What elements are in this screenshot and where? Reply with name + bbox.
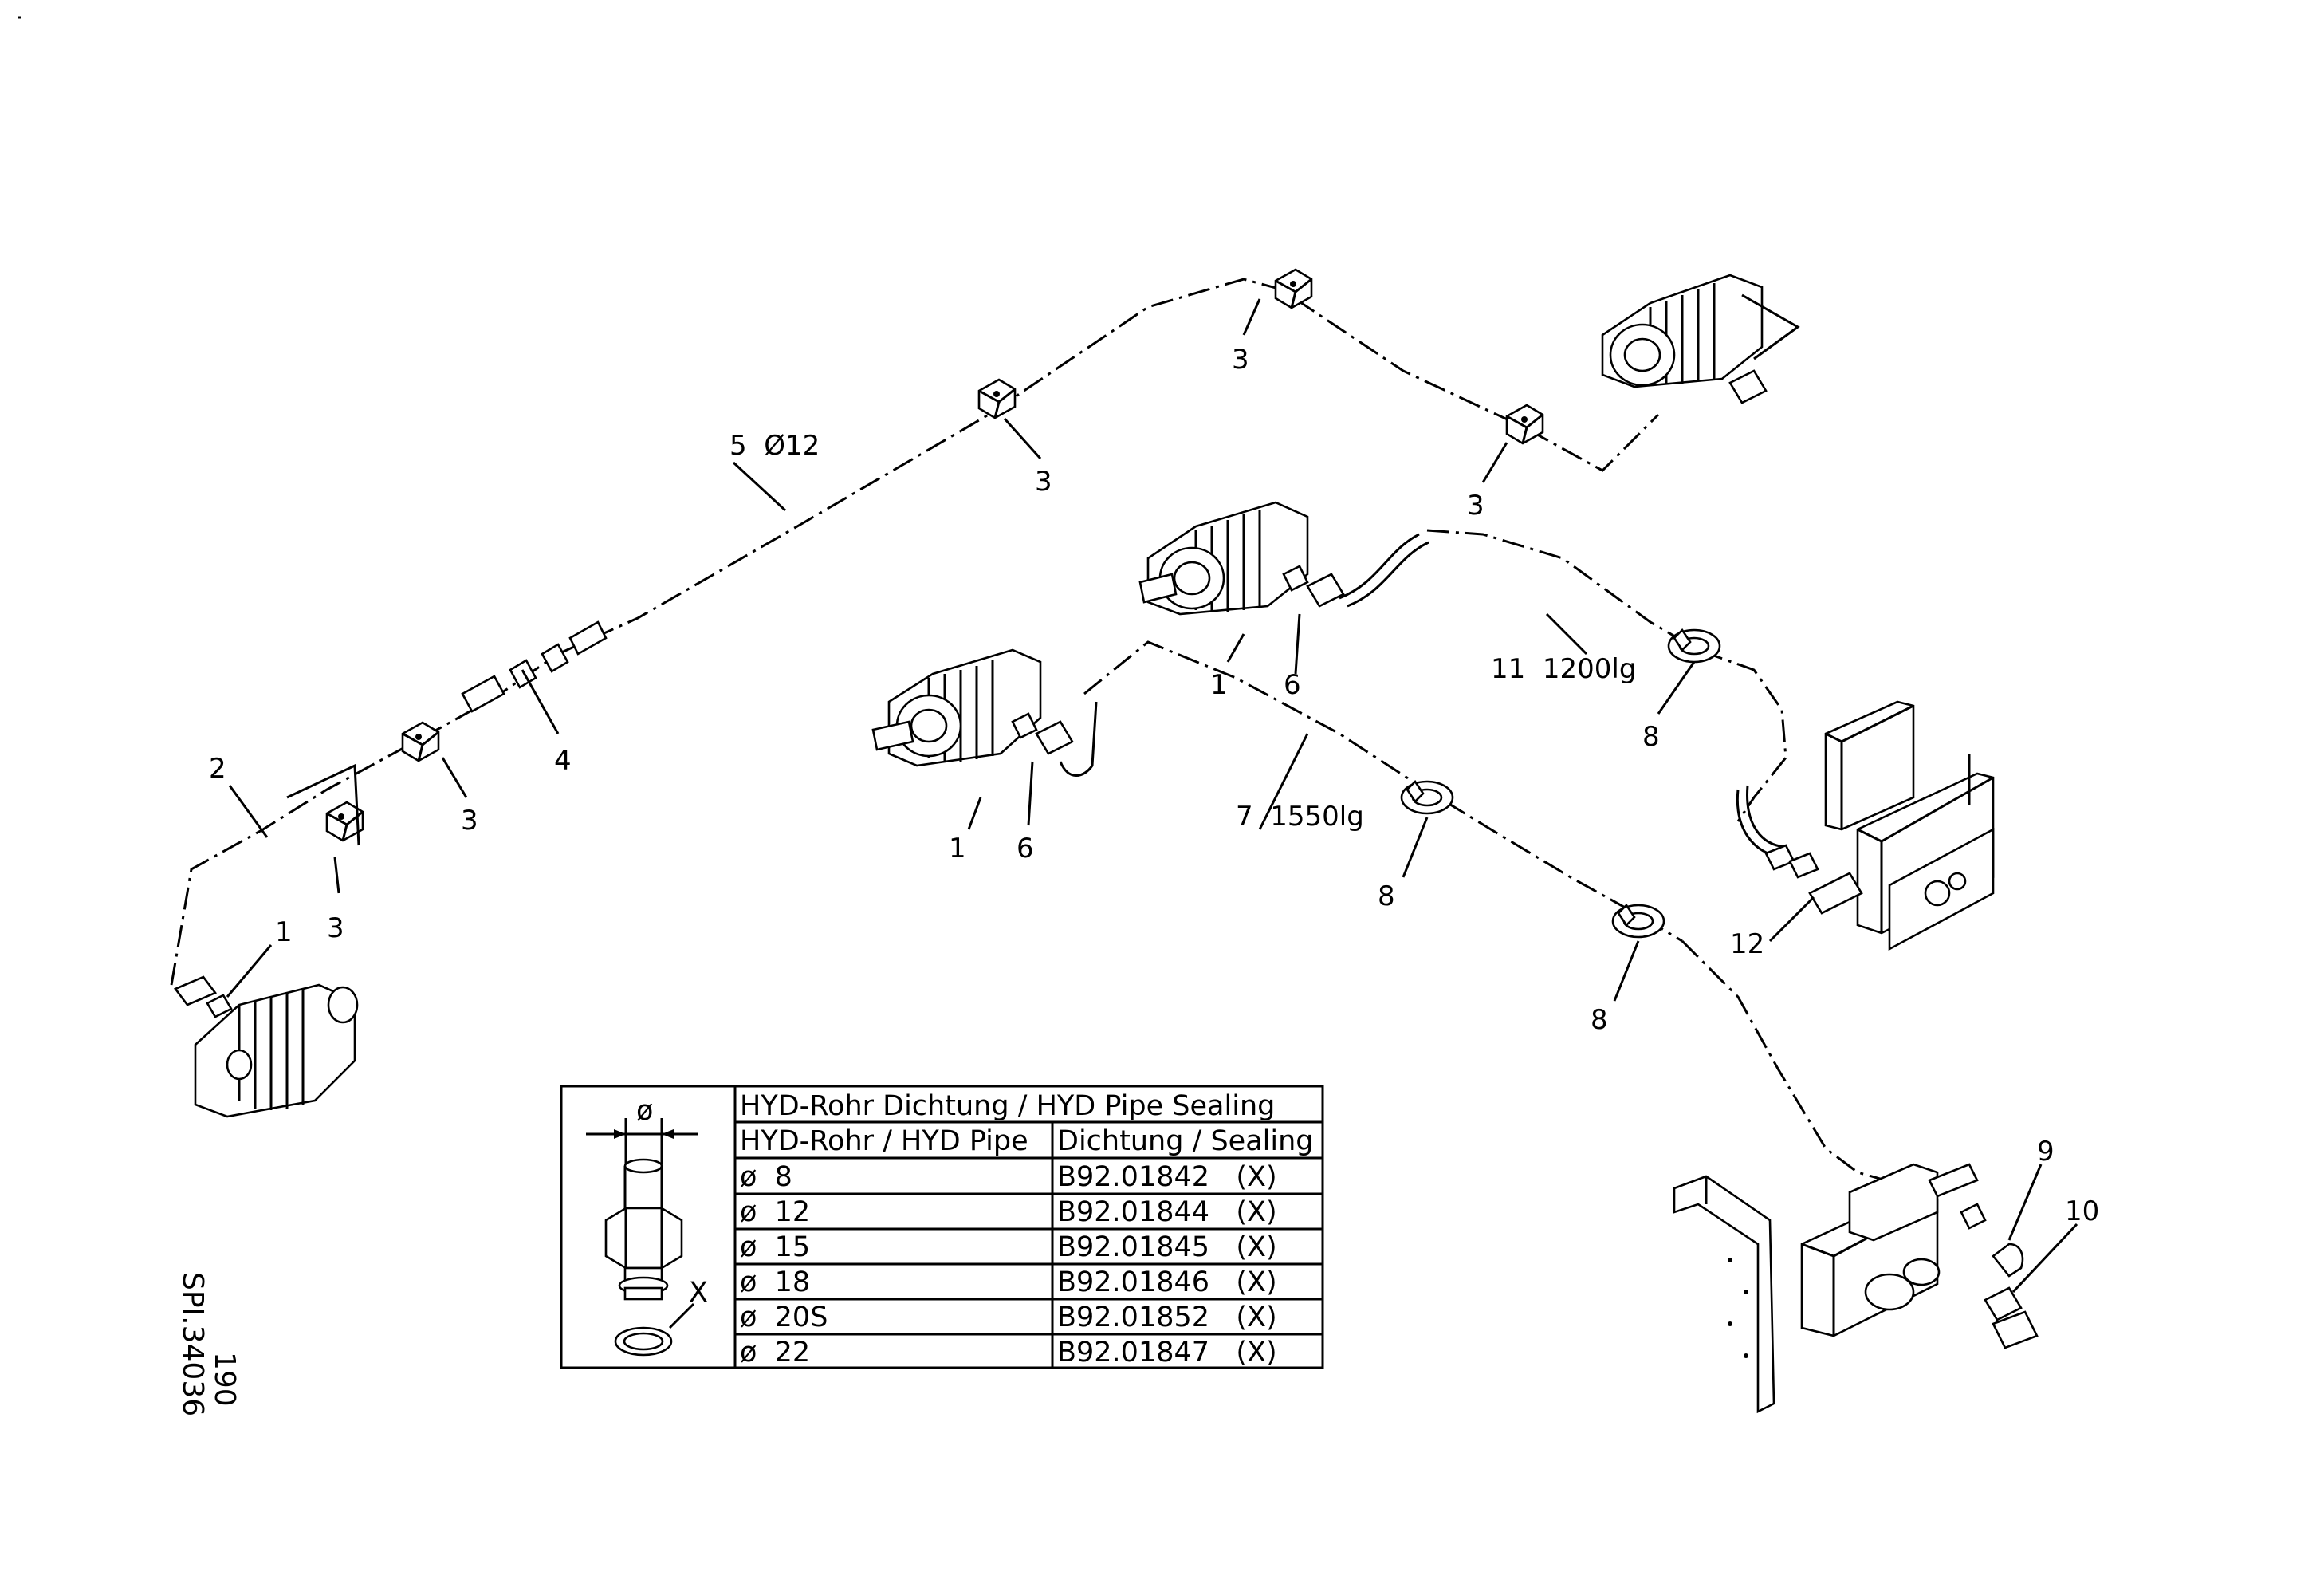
table-row-pipe: ø 20S xyxy=(740,1302,828,1333)
clamp-3-c xyxy=(977,378,1017,419)
callout-1-upper: 1 xyxy=(1210,669,1228,701)
callout-2: 2 xyxy=(209,753,226,785)
x-marker: X xyxy=(689,1277,708,1309)
drawing-reference: SPI.34036 xyxy=(176,1272,209,1416)
pipe-11 xyxy=(1339,529,1787,859)
sealing-detail-sketch: ø X xyxy=(586,1095,708,1357)
table-row-seal: B92.01846 (X) xyxy=(1057,1266,1277,1298)
table-row-pipe: ø 12 xyxy=(740,1196,810,1228)
bracket-lines xyxy=(286,763,360,846)
hydraulic-motor-upper xyxy=(1138,501,1345,616)
valve-block-bottom xyxy=(1673,1163,1979,1414)
callout-10: 10 xyxy=(2065,1195,2099,1227)
diameter-symbol: ø xyxy=(636,1095,653,1127)
table-row-seal: B92.01845 (X) xyxy=(1057,1231,1277,1263)
callout-3-top: 3 xyxy=(1232,344,1249,376)
table-col2-header: Dichtung / Sealing xyxy=(1057,1125,1314,1157)
callout-3-right: 3 xyxy=(1467,490,1484,522)
hydraulic-motor-top-right xyxy=(1601,274,1800,404)
callout-8-upper: 8 xyxy=(1642,721,1660,753)
hose-clamp-8-a xyxy=(1667,628,1721,664)
clamp-3-b xyxy=(325,801,364,842)
table-row-pipe: ø 18 xyxy=(740,1266,810,1298)
drawing-page: 190 xyxy=(208,1352,241,1407)
fitting-10 xyxy=(1984,1286,2039,1349)
callout-9: 9 xyxy=(2037,1136,2055,1168)
fitting-9 xyxy=(1960,1203,2024,1278)
callout-12: 12 xyxy=(1730,928,1764,960)
callout-7: 7 1550lg xyxy=(1236,801,1364,833)
callout-3-mid: 3 xyxy=(1035,466,1052,498)
clamp-3-e xyxy=(1505,404,1544,445)
gear-pump-left xyxy=(173,975,359,1118)
callout-8-mid: 8 xyxy=(1378,880,1395,912)
drawing-page-ref: 190 xyxy=(208,1352,241,1407)
table-col1-header: HYD-Rohr / HYD Pipe xyxy=(740,1125,1028,1157)
callout-1-pump: 1 xyxy=(275,916,293,948)
callout-labels: 1 2 3 3 3 3 3 4 5 Ø12 1 6 1 6 7 1550lg 1… xyxy=(209,344,2099,1227)
callout-4: 4 xyxy=(554,745,572,777)
table-title: HYD-Rohr Dichtung / HYD Pipe Sealing xyxy=(740,1090,1275,1122)
callout-3-left: 3 xyxy=(327,912,344,944)
table-row-pipe: ø 8 xyxy=(740,1161,792,1193)
table-row-seal: B92.01852 (X) xyxy=(1057,1302,1277,1333)
table-row-pipe: ø 15 xyxy=(740,1231,810,1263)
table-row-seal: B92.01842 (X) xyxy=(1057,1161,1277,1193)
callout-5: 5 Ø12 xyxy=(729,430,820,462)
table-row-seal: B92.01844 (X) xyxy=(1057,1196,1277,1228)
callout-6-mid: 6 xyxy=(1017,833,1034,864)
drawing-number: SPI.34036 xyxy=(176,1272,209,1416)
table-row-pipe: ø 22 xyxy=(740,1337,810,1369)
pipe-5 xyxy=(170,278,1660,986)
fitting-4 xyxy=(461,620,608,713)
hydraulic-motor-mid xyxy=(871,648,1098,777)
hose-clamp-8-c xyxy=(1611,903,1665,939)
leader-lines xyxy=(226,298,2078,1294)
clamp-3-d xyxy=(1274,268,1313,309)
callout-6-upper: 6 xyxy=(1284,669,1301,701)
callout-11: 11 1200lg xyxy=(1491,653,1636,685)
callout-8-lower: 8 xyxy=(1591,1004,1608,1036)
callout-3-lower: 3 xyxy=(461,805,478,837)
table-row-seal: B92.01847 (X) xyxy=(1057,1337,1277,1369)
valve-block-12 xyxy=(1764,700,1995,951)
callout-1-mid: 1 xyxy=(949,833,966,864)
clamp-3-a xyxy=(401,721,440,762)
hose-clamp-8-b xyxy=(1400,779,1454,815)
sealing-table: HYD-Rohr Dichtung / HYD Pipe Sealing HYD… xyxy=(560,1085,1324,1369)
